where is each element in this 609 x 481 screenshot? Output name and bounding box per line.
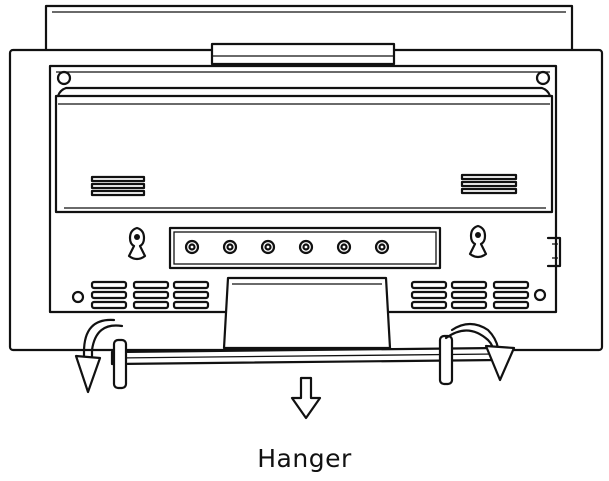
down-arrow-icon: [290, 376, 322, 420]
side-latch: [546, 236, 562, 268]
rotate-arrow-left-icon: [74, 318, 124, 394]
speaker-grille-right: [410, 280, 530, 310]
rotate-arrow-right-icon: [444, 322, 516, 382]
hanger-bar: [110, 334, 500, 390]
speaker-grille-left: [90, 280, 210, 310]
keyhole-mount-right: [468, 224, 488, 259]
stand-slot: [222, 276, 392, 350]
battery-cover: [54, 86, 554, 214]
cover-vent-right: [460, 173, 518, 195]
button-panel: [168, 226, 442, 270]
cover-vent-left: [90, 175, 146, 197]
main-panel: [8, 42, 604, 352]
keyhole-mount-left: [127, 226, 147, 261]
hanger-label: Hanger: [257, 444, 352, 473]
